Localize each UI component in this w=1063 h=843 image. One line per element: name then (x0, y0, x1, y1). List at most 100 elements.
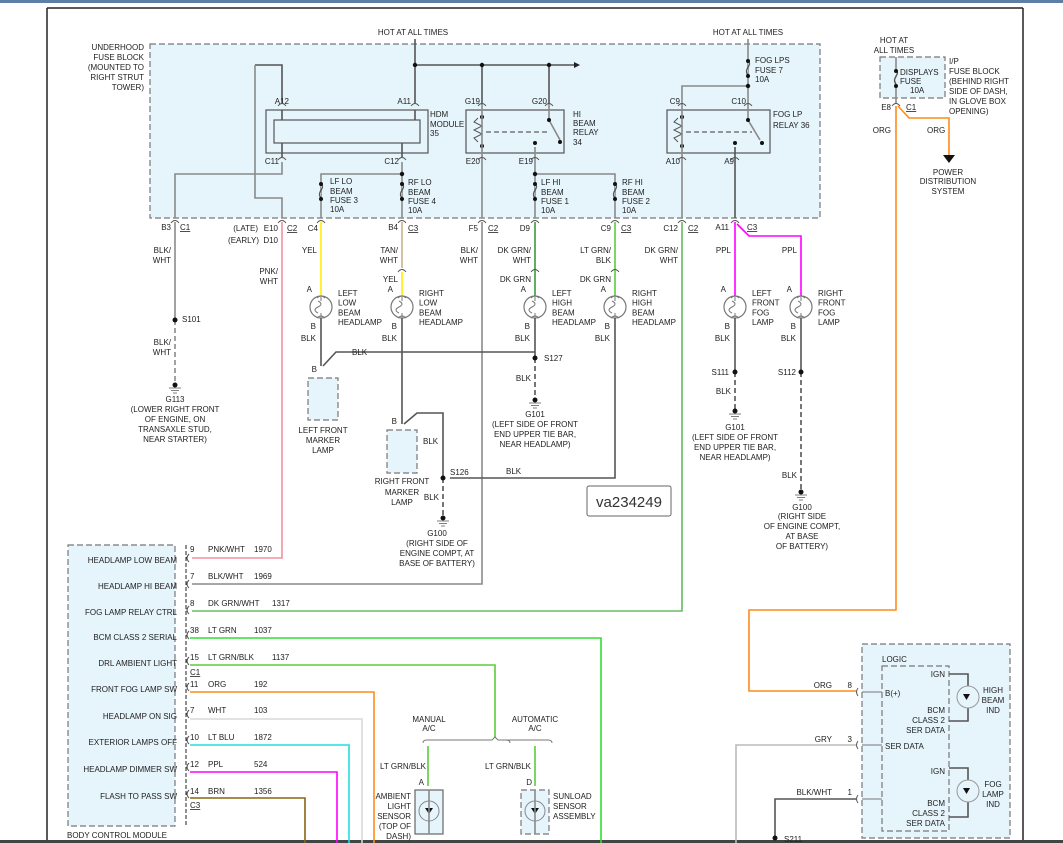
svg-text:POWER: POWER (933, 168, 963, 177)
svg-text:38: 38 (190, 626, 199, 635)
svg-text:LT GRN/BLK: LT GRN/BLK (485, 762, 532, 771)
svg-text:BLK/: BLK/ (154, 246, 172, 255)
svg-text:35: 35 (430, 129, 439, 138)
svg-text:S101: S101 (182, 315, 201, 324)
svg-text:(LEFT SIDE OF FRONT: (LEFT SIDE OF FRONT (692, 433, 778, 442)
svg-text:BCM: BCM (927, 799, 945, 808)
svg-text:(MOUNTED TO: (MOUNTED TO (88, 63, 144, 72)
wire-blk-wht-hi (192, 222, 483, 585)
svg-text:RIGHT: RIGHT (632, 289, 657, 298)
svg-text:TRANSAXLE STUD,: TRANSAXLE STUD, (138, 425, 212, 434)
svg-text:HEADLAMP HI BEAM: HEADLAMP HI BEAM (98, 582, 177, 591)
svg-text:1872: 1872 (254, 733, 272, 742)
svg-text:LT GRN/BLK: LT GRN/BLK (208, 653, 255, 662)
svg-text:SENSOR: SENSOR (553, 802, 587, 811)
svg-text:F5: F5 (469, 224, 479, 233)
svg-text:10A: 10A (910, 86, 925, 95)
svg-text:LEFT: LEFT (338, 289, 358, 298)
svg-text:ENGINE COMPT, AT: ENGINE COMPT, AT (400, 549, 475, 558)
svg-text:ALL TIMES: ALL TIMES (874, 46, 914, 55)
wire-pnk-wht (192, 222, 283, 559)
svg-text:RF LO: RF LO (408, 178, 432, 187)
svg-text:A/C: A/C (528, 724, 542, 733)
svg-text:HIGH: HIGH (552, 299, 572, 308)
svg-text:LAMP: LAMP (982, 790, 1004, 799)
ip-fuse-block: HOT AT ALL TIMES DISPLAYS FUSE 10A I/P F… (748, 36, 1009, 692)
svg-text:C3: C3 (408, 224, 419, 233)
svg-text:RIGHT STRUT: RIGHT STRUT (90, 73, 144, 82)
svg-text:PPL: PPL (782, 246, 798, 255)
svg-text:(EARLY): (EARLY) (228, 236, 259, 245)
svg-text:B: B (525, 322, 530, 331)
svg-text:BEAM: BEAM (552, 308, 575, 317)
bottom-bar (0, 840, 1063, 843)
hdm-module: HDM MODULE 35 A12 A11 C11 C12 (255, 64, 464, 166)
bcm-wires (190, 637, 602, 843)
svg-text:BCM: BCM (927, 706, 945, 715)
svg-text:B: B (791, 322, 796, 331)
svg-text:(RIGHT SIDE: (RIGHT SIDE (778, 512, 826, 521)
svg-text:WHT: WHT (513, 256, 531, 265)
svg-text:IGN: IGN (931, 767, 945, 776)
svg-text:(TOP OF: (TOP OF (379, 822, 411, 831)
svg-text:8: 8 (848, 681, 853, 690)
svg-text:AMBIENT: AMBIENT (375, 792, 411, 801)
svg-text:C2: C2 (688, 224, 699, 233)
svg-text:FUSE 2: FUSE 2 (622, 197, 651, 206)
svg-text:C3: C3 (190, 801, 201, 810)
svg-text:HEADLAMP: HEADLAMP (552, 318, 596, 327)
svg-text:C9: C9 (601, 224, 612, 233)
svg-text:C10: C10 (731, 97, 746, 106)
svg-text:C2: C2 (287, 224, 298, 233)
svg-text:LOW: LOW (338, 299, 357, 308)
svg-text:15: 15 (190, 653, 199, 662)
svg-text:TAN/: TAN/ (380, 246, 398, 255)
svg-text:S211: S211 (784, 835, 803, 843)
svg-text:HIGH: HIGH (983, 686, 1003, 695)
svg-text:10A: 10A (541, 206, 556, 215)
svg-text:LIGHT: LIGHT (387, 802, 411, 811)
svg-text:FOG LPS: FOG LPS (755, 56, 790, 65)
svg-text:G113: G113 (166, 395, 186, 404)
svg-text:END UPPER TIE BAR,: END UPPER TIE BAR, (494, 430, 576, 439)
svg-text:C12: C12 (663, 224, 678, 233)
svg-text:LAMP: LAMP (752, 318, 774, 327)
svg-text:10A: 10A (408, 206, 423, 215)
svg-text:FUSE BLOCK: FUSE BLOCK (949, 67, 1000, 76)
svg-text:ORG: ORG (208, 680, 226, 689)
svg-text:BEAM: BEAM (330, 187, 353, 196)
svg-text:C3: C3 (621, 224, 632, 233)
splice-s101-ground-g113: S101 BLK/WHT G113 (LOWER RIGHT FRONT OF … (131, 315, 220, 444)
svg-text:D: D (526, 778, 532, 787)
svg-text:(RIGHT SIDE OF: (RIGHT SIDE OF (406, 539, 468, 548)
svg-text:D10: D10 (263, 236, 278, 245)
svg-text:BEAM: BEAM (622, 188, 645, 197)
svg-text:A: A (787, 285, 793, 294)
svg-text:CLASS 2: CLASS 2 (912, 809, 945, 818)
svg-text:B4: B4 (388, 223, 398, 232)
top-bar (0, 0, 1063, 3)
svg-text:IGN: IGN (931, 670, 945, 679)
svg-text:DRL AMBIENT LIGHT: DRL AMBIENT LIGHT (98, 659, 177, 668)
svg-text:WHT: WHT (208, 706, 226, 715)
svg-text:LOW: LOW (419, 299, 438, 308)
fuse-block-internal-wiring (174, 65, 403, 218)
svg-text:DISPLAYS: DISPLAYS (900, 68, 939, 77)
svg-text:MARKER: MARKER (385, 488, 419, 497)
svg-text:10A: 10A (330, 205, 345, 214)
svg-text:PNK/: PNK/ (259, 267, 278, 276)
svg-text:IN GLOVE BOX: IN GLOVE BOX (949, 97, 1007, 106)
svg-text:FUSE BLOCK: FUSE BLOCK (93, 53, 144, 62)
hot-bus (412, 39, 580, 103)
harness-wires (174, 222, 802, 612)
svg-text:FLASH TO PASS SW: FLASH TO PASS SW (100, 792, 177, 801)
svg-text:BLK: BLK (382, 334, 398, 343)
svg-text:BODY CONTROL MODULE: BODY CONTROL MODULE (67, 831, 167, 840)
svg-text:SER DATA: SER DATA (906, 726, 945, 735)
